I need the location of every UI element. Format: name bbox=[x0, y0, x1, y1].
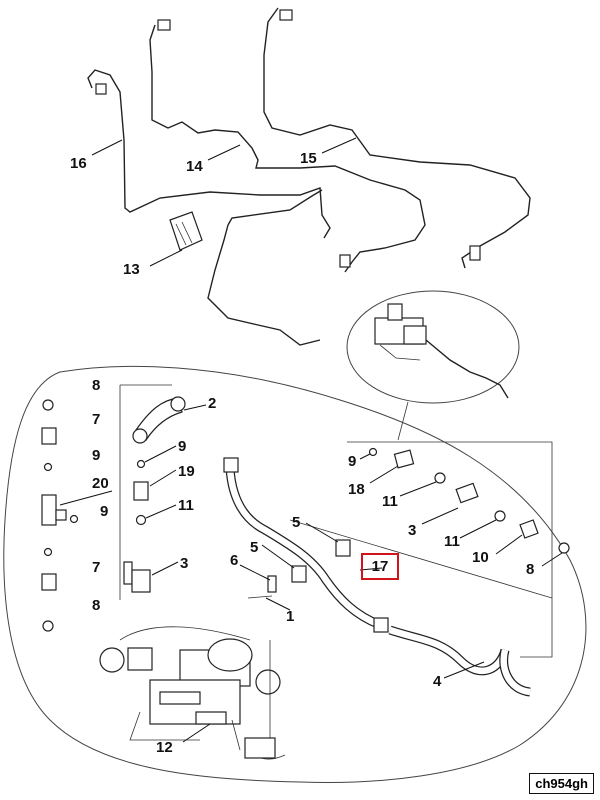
fitting-18 bbox=[393, 449, 415, 469]
clip-5-upper bbox=[335, 539, 351, 557]
o-ring-8-bottom bbox=[42, 620, 54, 632]
callout-13: 13 bbox=[123, 261, 140, 278]
valve-3-right bbox=[455, 482, 479, 504]
center-fittings-stack bbox=[123, 396, 186, 593]
connector-14-end bbox=[339, 254, 351, 268]
callout-9-left-side: 9 bbox=[100, 503, 108, 520]
control-module-13 bbox=[169, 211, 203, 251]
connector-15 bbox=[279, 9, 293, 21]
leader-lines bbox=[59, 137, 563, 743]
o-ring-8-right bbox=[558, 542, 570, 554]
o-ring-9-center bbox=[136, 459, 146, 469]
callout-7-bottom: 7 bbox=[92, 559, 100, 576]
pump-left bbox=[99, 647, 125, 673]
o-ring-11-right-top bbox=[434, 472, 446, 484]
o-ring-11-right-bottom bbox=[494, 510, 506, 522]
assembly-boundary bbox=[3, 365, 587, 784]
o-ring-9-right bbox=[368, 447, 378, 457]
connector-14 bbox=[157, 19, 171, 31]
callout-8-top: 8 bbox=[92, 377, 100, 394]
callout-2: 2 bbox=[208, 395, 216, 412]
harness-16 bbox=[87, 69, 331, 239]
pump-assembly-12 bbox=[99, 626, 286, 760]
callout-labels: 16 14 15 13 8 7 9 20 9 7 8 2 9 19 11 3 9… bbox=[70, 150, 534, 756]
clip-5-lower bbox=[291, 565, 307, 583]
detail-view-valve-harness bbox=[346, 290, 520, 441]
harness-13-branch bbox=[207, 189, 323, 346]
wiring-harness-group bbox=[87, 7, 531, 346]
hose-end-top bbox=[223, 457, 239, 473]
fitting-7-top bbox=[41, 427, 57, 445]
callout-7-top: 7 bbox=[92, 411, 100, 428]
screw-1 bbox=[247, 595, 273, 599]
callout-9-center: 9 bbox=[178, 438, 186, 455]
hose-end-bottom bbox=[373, 617, 389, 633]
callout-11-right-bottom: 11 bbox=[444, 533, 460, 550]
drawing-reference-code: ch954gh bbox=[529, 773, 594, 794]
o-ring-8-top bbox=[42, 399, 54, 411]
o-ring-9-side bbox=[69, 514, 79, 524]
callout-15: 15 bbox=[300, 150, 317, 167]
o-ring-9-bottom bbox=[43, 547, 53, 557]
callout-5-upper: 5 bbox=[292, 514, 300, 531]
fitting-7-bottom bbox=[41, 573, 57, 591]
right-fittings-stack bbox=[368, 447, 570, 554]
callout-5-lower: 5 bbox=[250, 539, 258, 556]
tee-20 bbox=[41, 494, 57, 526]
callout-16: 16 bbox=[70, 155, 87, 172]
callout-9-right: 9 bbox=[348, 453, 356, 470]
callout-3-right: 3 bbox=[408, 522, 416, 539]
callout-12: 12 bbox=[156, 739, 173, 756]
callout-9-left-top: 9 bbox=[92, 447, 100, 464]
elbow-hose-2 bbox=[135, 397, 183, 441]
harness-14 bbox=[149, 24, 426, 273]
callout-14: 14 bbox=[186, 158, 203, 175]
pump-right bbox=[255, 669, 281, 695]
callout-8-right: 8 bbox=[526, 561, 534, 578]
callout-19: 19 bbox=[178, 463, 195, 480]
motor bbox=[207, 638, 253, 672]
valve-body-3 bbox=[131, 569, 151, 593]
connector-15-end bbox=[469, 245, 481, 261]
callout-4: 4 bbox=[433, 673, 442, 690]
callout-11-right-top: 11 bbox=[382, 493, 398, 510]
o-ring-9-top bbox=[43, 462, 53, 472]
callout-1: 1 bbox=[286, 608, 294, 625]
group-brackets bbox=[119, 384, 553, 658]
callout-20: 20 bbox=[92, 475, 109, 492]
harness-15 bbox=[263, 7, 531, 269]
callout-17: 17 bbox=[371, 558, 389, 575]
bracket-6 bbox=[267, 575, 277, 593]
connector-16 bbox=[95, 83, 107, 95]
hose-assembly bbox=[223, 457, 531, 697]
callout-6: 6 bbox=[230, 552, 238, 569]
callout-3-center: 3 bbox=[180, 555, 188, 572]
fitting-10 bbox=[519, 519, 539, 539]
left-fittings-stack bbox=[41, 399, 79, 632]
o-ring-11-center bbox=[135, 514, 147, 526]
valve-lever-3 bbox=[123, 561, 133, 585]
fitting-19 bbox=[133, 481, 149, 501]
callout-8-bottom: 8 bbox=[92, 597, 100, 614]
callout-11-center: 11 bbox=[178, 497, 194, 514]
callout-18: 18 bbox=[348, 481, 365, 498]
highlighted-callout-17[interactable]: 17 bbox=[361, 553, 399, 580]
outlet-fitting bbox=[244, 737, 276, 759]
callout-10: 10 bbox=[472, 549, 489, 566]
